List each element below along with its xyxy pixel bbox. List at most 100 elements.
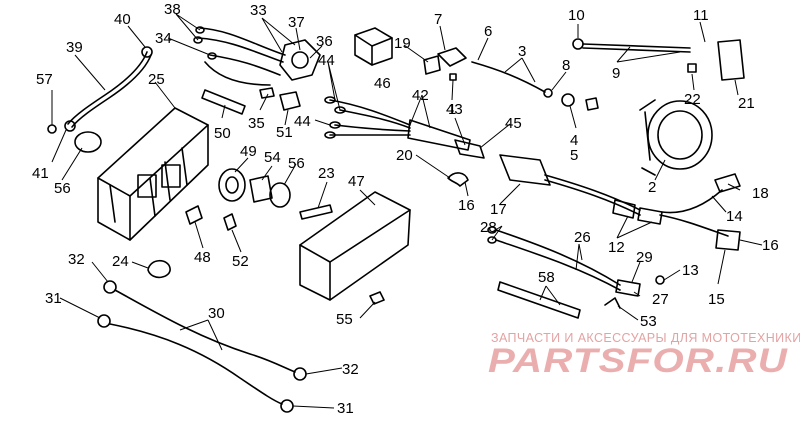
ground-strap	[64, 46, 153, 132]
callout-21: 21	[738, 95, 755, 112]
callout-9: 9	[612, 65, 620, 82]
callout-48: 48	[194, 249, 211, 266]
terminal-8	[543, 88, 553, 98]
bracket-19	[423, 55, 441, 75]
pin-22	[687, 63, 697, 73]
callout-7: 7	[434, 11, 442, 28]
callout-58: 58	[538, 269, 555, 286]
wire-3	[471, 61, 546, 93]
callout-44b: 44	[294, 113, 311, 130]
callout-31b: 31	[337, 400, 354, 417]
callout-51: 51	[276, 124, 293, 141]
callout-46: 46	[374, 75, 391, 92]
parts-artwork	[47, 26, 745, 413]
cover-47	[299, 191, 411, 301]
part-callouts: 1 2 3 4 5 6 7 8 9 10 11 12 13 14 15 16 1…	[32, 1, 779, 417]
bulb-5	[585, 97, 599, 111]
callout-37: 37	[288, 14, 305, 31]
callout-35: 35	[248, 115, 265, 132]
callout-24: 24	[112, 253, 129, 270]
callout-16a: 16	[458, 197, 475, 214]
callout-38: 38	[164, 1, 181, 18]
pulley-group	[218, 168, 291, 208]
battery-cables	[97, 280, 307, 413]
terminal-34	[259, 87, 275, 99]
callout-18: 18	[752, 185, 769, 202]
callout-56b: 56	[288, 155, 305, 172]
callout-6: 6	[484, 23, 492, 40]
callout-28: 28	[480, 219, 497, 236]
connector-51	[279, 91, 301, 111]
callout-32a: 32	[68, 251, 85, 268]
callout-53: 53	[640, 313, 657, 330]
callout-2: 2	[648, 179, 656, 196]
callout-47: 47	[348, 173, 365, 190]
grommet-56-left	[74, 131, 102, 153]
callout-41: 41	[32, 165, 49, 182]
callout-26: 26	[574, 229, 591, 246]
switch-7	[437, 47, 467, 67]
callout-45: 45	[505, 115, 522, 132]
callout-1: 1	[448, 101, 456, 118]
callout-52: 52	[232, 253, 249, 270]
sleeve-50	[201, 89, 246, 115]
clip-53	[604, 297, 621, 309]
sleeve-58	[497, 281, 581, 319]
callout-40: 40	[114, 11, 131, 28]
callout-5: 5	[570, 147, 578, 164]
callout-14: 14	[726, 208, 743, 225]
callout-17: 17	[490, 201, 507, 218]
callout-49: 49	[240, 143, 257, 160]
wire-bundle-42	[324, 96, 471, 151]
callout-3: 3	[518, 43, 526, 60]
callout-30: 30	[208, 305, 225, 322]
svg-text:PARTSFOR.RU: PARTSFOR.RU	[488, 342, 789, 380]
callout-20: 20	[396, 147, 413, 164]
connector-43	[454, 139, 485, 159]
callout-36: 36	[316, 33, 333, 50]
harness-plug	[193, 26, 321, 86]
callout-15: 15	[708, 291, 725, 308]
leader-lines	[51, 13, 763, 409]
callout-33: 33	[250, 2, 267, 19]
callout-29: 29	[636, 249, 653, 266]
callout-55: 55	[336, 311, 353, 328]
watermark-tagline: ЗАПЧАСТИ И АКСЕССУАРЫ ДЛЯ МОТОТЕХНИКИ	[491, 331, 800, 345]
callout-31a: 31	[45, 290, 62, 307]
callout-57: 57	[36, 71, 53, 88]
callout-12: 12	[608, 239, 625, 256]
watermark-logo: PARTSFOR.RU	[488, 342, 789, 380]
callout-54: 54	[264, 149, 281, 166]
callout-56a: 56	[54, 180, 71, 197]
callout-19: 19	[394, 35, 411, 52]
gauge-21	[717, 39, 745, 81]
callout-22: 22	[684, 91, 701, 108]
screw-1	[449, 73, 457, 81]
callout-11: 11	[693, 7, 709, 24]
callout-23: 23	[318, 165, 335, 182]
relay	[354, 27, 393, 66]
terminal-13	[655, 275, 665, 285]
callout-25: 25	[148, 71, 165, 88]
callout-16b: 16	[762, 237, 779, 254]
callout-39: 39	[66, 39, 83, 56]
callout-13: 13	[682, 262, 699, 279]
harness-26	[487, 226, 641, 297]
callout-43: 43	[446, 101, 463, 118]
screw-55	[369, 291, 385, 305]
cable-9	[572, 38, 691, 53]
gauge-2	[639, 99, 713, 176]
callout-10: 10	[568, 7, 585, 24]
callout-42: 42	[412, 87, 429, 104]
clip-20	[447, 172, 469, 187]
callout-50: 50	[214, 125, 231, 142]
callout-32b: 32	[342, 361, 359, 378]
plug-18	[714, 173, 741, 193]
callout-8: 8	[562, 57, 570, 74]
washer-57	[47, 124, 57, 134]
screw-52	[223, 213, 237, 231]
callout-44a: 44	[318, 52, 335, 69]
trim-sender-harness	[499, 154, 741, 251]
power-pack	[97, 107, 209, 241]
